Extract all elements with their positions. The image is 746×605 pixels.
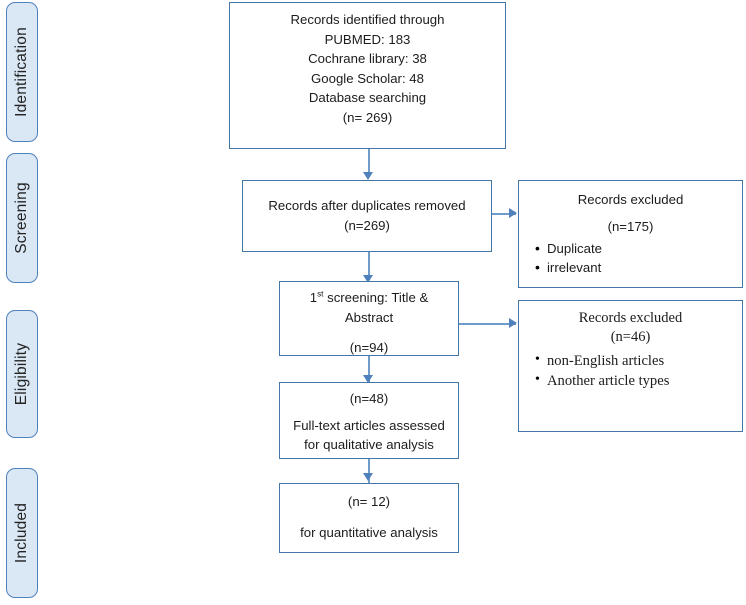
stage-label-identification: Identification xyxy=(13,27,30,117)
stage-box-identification: Identification xyxy=(6,2,38,142)
records-identified-count: (n= 269) xyxy=(342,109,393,125)
records-excluded-two-reasons: non-English articles Another article typ… xyxy=(519,350,742,392)
full-text-count: (n=48) xyxy=(349,391,389,406)
records-identified-line-4: Google Scholar: 48 xyxy=(311,70,424,86)
arrowhead-duplicates-to-excluded-one xyxy=(509,208,517,218)
quantitative-count: (n= 12) xyxy=(347,494,391,509)
records-excluded-one-heading: Records excluded xyxy=(577,192,684,207)
box-records-after-duplicates: Records after duplicates removed (n=269) xyxy=(242,180,492,252)
quantitative-label: for quantitative analysis xyxy=(300,524,438,540)
stage-box-eligibility: Eligibility xyxy=(6,310,38,438)
stage-label-eligibility: Eligibility xyxy=(13,342,30,406)
records-excluded-two-reason-1: non-English articles xyxy=(535,350,742,372)
first-screening-ordinal-suffix: st xyxy=(317,289,324,299)
records-identified-line-5: Database searching xyxy=(308,90,427,106)
box-records-excluded-two: Records excluded (n=46) non-English arti… xyxy=(518,300,743,432)
box-quantitative-analysis: (n= 12) for quantitative analysis xyxy=(279,483,459,553)
records-after-duplicates-count: (n=269) xyxy=(344,218,390,233)
stage-label-screening: Screening xyxy=(13,182,30,254)
arrowhead-duplicates-to-screening xyxy=(363,275,373,283)
box-first-screening: 1st screening: Title & Abstract (n=94) xyxy=(279,281,459,356)
connector-duplicates-to-excluded-one xyxy=(492,213,516,215)
connector-identified-to-duplicates xyxy=(368,148,370,176)
stage-label-included: Included xyxy=(13,502,30,564)
records-after-duplicates-label: Records after duplicates removed xyxy=(268,198,466,214)
first-screening-label: 1st screening: Title & xyxy=(309,289,429,305)
arrowhead-screening-to-excluded-two xyxy=(509,318,517,328)
records-excluded-one-reasons: Duplicate irrelevant xyxy=(519,239,742,278)
connector-duplicates-to-screening xyxy=(368,252,370,280)
records-identified-line-3: Cochrane library: 38 xyxy=(308,51,427,67)
connector-fulltext-to-quantitative xyxy=(368,459,370,483)
records-excluded-one-reason-2: irrelevant xyxy=(535,258,742,278)
stage-box-included: Included xyxy=(6,468,38,598)
first-screening-count: (n=94) xyxy=(349,340,389,356)
records-excluded-one-reason-1: Duplicate xyxy=(535,239,742,259)
arrowhead-identified-to-duplicates xyxy=(363,172,373,180)
full-text-label-2: for qualitative analysis xyxy=(304,437,434,453)
connector-screening-to-excluded-two xyxy=(459,323,516,325)
records-excluded-two-count: (n=46) xyxy=(610,328,651,345)
records-identified-line-1: Records identified through xyxy=(290,12,445,27)
stage-box-screening: Screening xyxy=(6,153,38,283)
records-excluded-two-heading: Records excluded xyxy=(578,310,683,326)
box-records-excluded-one: Records excluded (n=175) Duplicate irrel… xyxy=(518,180,743,288)
box-records-identified: Records identified through PUBMED: 183 C… xyxy=(229,2,506,149)
first-screening-label-2: Abstract xyxy=(344,309,394,325)
full-text-label-1: Full-text articles assessed xyxy=(293,417,445,433)
connector-screening-to-fulltext xyxy=(368,356,370,382)
box-full-text-articles: (n=48) Full-text articles assessed for q… xyxy=(279,382,459,459)
arrowhead-screening-to-fulltext xyxy=(363,375,373,383)
records-identified-line-2: PUBMED: 183 xyxy=(324,31,411,47)
records-excluded-two-reason-2: Another article types xyxy=(535,370,742,392)
arrowhead-fulltext-to-quantitative xyxy=(363,473,373,481)
records-excluded-one-count: (n=175) xyxy=(607,218,654,234)
